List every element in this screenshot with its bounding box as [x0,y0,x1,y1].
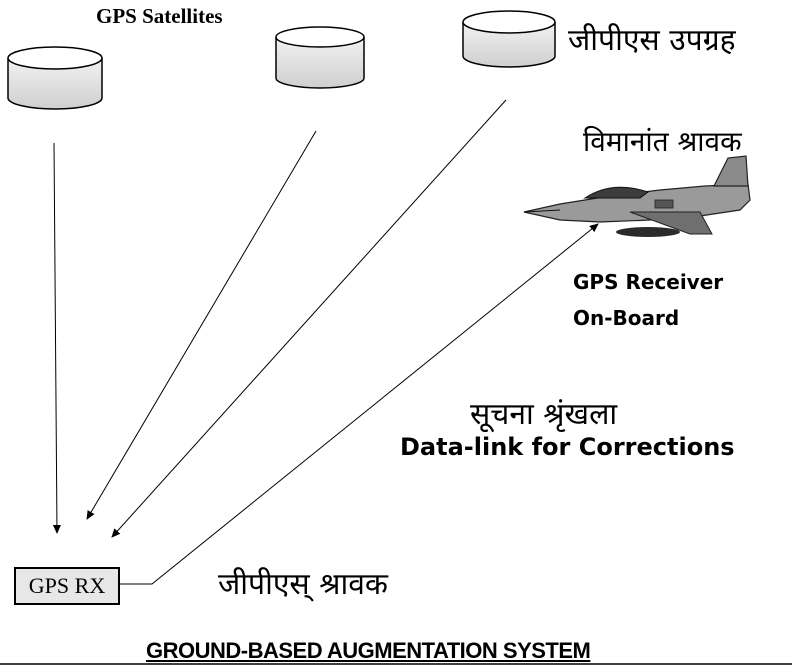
receiver-label-line2: On-Board [573,306,680,330]
datalink-label-hi: सूचना श्रृंखला [470,397,618,432]
signal-line [111,99,507,538]
signal-line [86,130,317,520]
ground-receiver-label-hi: जीपीएस् श्रावक [218,567,388,602]
satellite-icon [275,26,365,89]
footer-title: GROUND-BASED AUGMENTATION SYSTEM [146,638,591,663]
datalink-line [120,223,599,585]
ground-receiver-box: GPS RX [14,567,120,605]
satellite-icon [7,46,103,110]
satellites-label-hi: जीपीएस उपग्रह [568,23,736,58]
receiver-label-line1: GPS Receiver [573,270,724,294]
satellite-icon [462,10,556,68]
ground-receiver-label: GPS RX [28,573,106,598]
airborne-receiver-label-hi: विमानांत श्रावक [583,125,742,158]
satellites-label-en: GPS Satellites [96,4,223,28]
aircraft-icon [523,155,751,237]
signal-line [52,142,61,534]
datalink-label-en: Data-link for Corrections [400,433,735,461]
